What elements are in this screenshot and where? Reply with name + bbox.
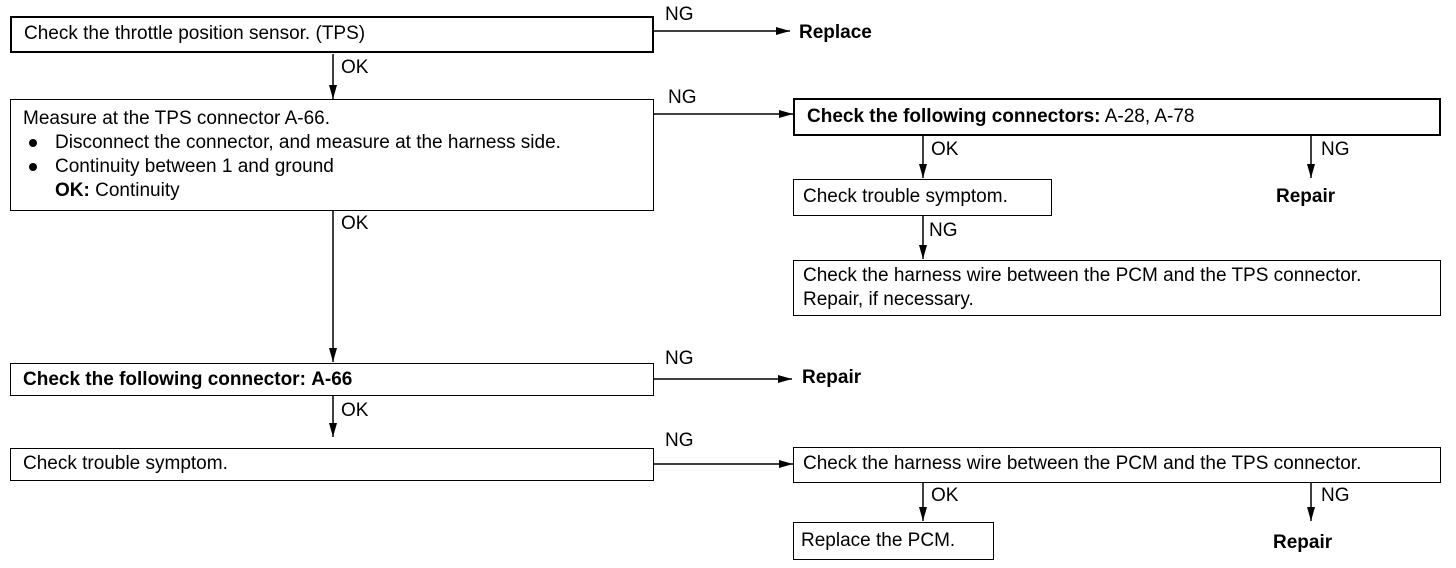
measure-bullet-1: Disconnect the connector, and measure at… — [23, 131, 641, 155]
result-repair-a28: Repair — [1276, 186, 1336, 207]
step-check-connectors-a28-a78: Check the following connectors: A-28, A-… — [793, 98, 1441, 136]
step-replace-pcm: Replace the PCM. — [793, 522, 994, 560]
label-ng-harness: NG — [1321, 485, 1350, 506]
label-ok-harness: OK — [931, 485, 959, 506]
connector-a66-value: A-66 — [311, 369, 353, 390]
label-ok-a28: OK — [931, 139, 959, 160]
symptom-left-text: Check trouble symptom. — [23, 453, 228, 474]
step-check-tps: Check the throttle position sensor. (TPS… — [10, 16, 654, 53]
label-ng-symptom-left: NG — [665, 430, 694, 451]
measure-title: Measure at the TPS connector A-66. — [23, 108, 330, 129]
measure-ok-label: OK: — [55, 180, 90, 201]
step-harness-check: Check the harness wire between the PCM a… — [793, 447, 1441, 483]
harness-repair-line1: Check the harness wire between the PCM a… — [803, 265, 1362, 286]
harness-check-text: Check the harness wire between the PCM a… — [803, 453, 1362, 474]
bullet-icon — [29, 163, 37, 171]
measure-bullet-1-text: Disconnect the connector, and measure at… — [55, 132, 561, 153]
measure-bullet-2: Continuity between 1 and ground — [23, 155, 641, 179]
connector-a66-bold: Check the following connector: — [23, 369, 306, 390]
label-ng-symptom-right: NG — [929, 220, 958, 241]
harness-repair-line2: Repair, if necessary. — [803, 289, 974, 310]
label-ng-a66: NG — [665, 348, 694, 369]
label-ok-measure: OK — [341, 213, 369, 234]
label-ok-tps: OK — [341, 57, 369, 78]
result-repair-a66: Repair — [802, 367, 862, 388]
result-repair-bottom: Repair — [1273, 532, 1333, 553]
step-check-symptom-left: Check trouble symptom. — [10, 448, 654, 481]
measure-ok-value: Continuity — [95, 180, 180, 201]
label-ng-a28: NG — [1321, 139, 1350, 160]
result-replace: Replace — [799, 22, 872, 43]
step-harness-repair: Check the harness wire between the PCM a… — [793, 260, 1441, 316]
measure-bullet-2-text: Continuity between 1 and ground — [55, 156, 334, 177]
symptom-right-text: Check trouble symptom. — [803, 186, 1008, 207]
measure-ok-criteria: OK: Continuity — [23, 179, 641, 203]
connectors-a28-value: A-28, A-78 — [1104, 106, 1195, 127]
label-ok-a66: OK — [341, 400, 369, 421]
step-check-tps-text: Check the throttle position sensor. (TPS… — [24, 23, 366, 44]
bullet-icon — [29, 139, 37, 147]
label-ng-measure: NG — [668, 87, 697, 108]
step-check-symptom-right: Check trouble symptom. — [793, 179, 1052, 216]
step-check-connector-a66: Check the following connector: A-66 — [10, 363, 654, 396]
replace-pcm-text: Replace the PCM. — [801, 530, 956, 551]
label-ng-tps: NG — [665, 4, 694, 25]
step-measure-tps-connector: Measure at the TPS connector A-66. Disco… — [10, 99, 654, 211]
connectors-a28-bold: Check the following connectors: — [807, 106, 1101, 127]
